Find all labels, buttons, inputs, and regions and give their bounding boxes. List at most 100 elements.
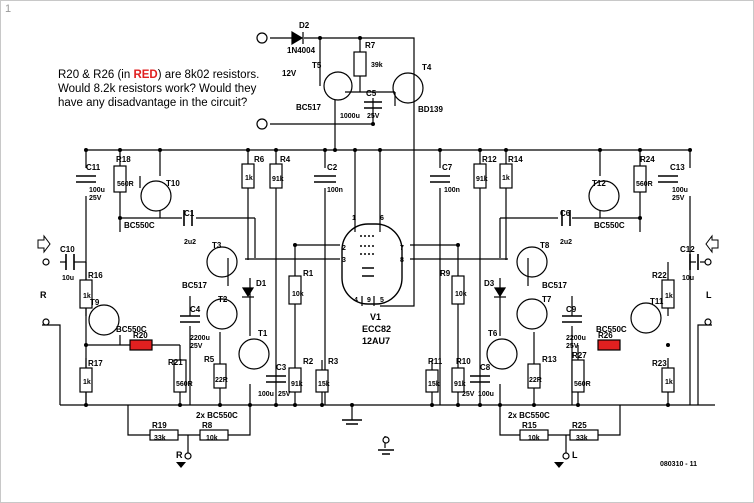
svg-text:4: 4: [354, 297, 358, 304]
svg-text:91k: 91k: [272, 176, 284, 183]
transistor-T6: [486, 338, 518, 370]
svg-text:T6: T6: [488, 329, 498, 338]
page-number: 1: [5, 3, 12, 15]
svg-text:100n: 100n: [444, 187, 460, 194]
svg-text:C13: C13: [670, 163, 685, 172]
svg-text:2u2: 2u2: [184, 239, 196, 246]
resistor-R10: [451, 367, 465, 393]
svg-text:2200u: 2200u: [190, 335, 210, 342]
svg-text:R12: R12: [482, 155, 497, 164]
resistor-R15: [519, 429, 549, 441]
resistor-R2: [288, 367, 302, 393]
svg-text:R23: R23: [652, 359, 667, 368]
svg-text:R22: R22: [652, 271, 667, 280]
resistor-R24: [633, 165, 647, 193]
svg-text:R2: R2: [303, 357, 314, 366]
svg-text:L: L: [572, 450, 578, 460]
svg-text:91k: 91k: [476, 176, 488, 183]
ground-symbols: [342, 419, 394, 455]
svg-text:560R: 560R: [117, 181, 134, 188]
resistor-R12: [473, 163, 487, 189]
svg-text:10u: 10u: [62, 275, 74, 282]
svg-text:T7: T7: [542, 295, 552, 304]
svg-text:T12: T12: [592, 179, 606, 188]
resistor-R20-highlighted: [129, 339, 153, 351]
terminal-ground-center: [382, 436, 390, 444]
svg-text:R19: R19: [152, 421, 167, 430]
svg-text:3: 3: [342, 257, 346, 264]
svg-text:R3: R3: [328, 357, 339, 366]
svg-text:15k: 15k: [318, 381, 330, 388]
svg-text:C2: C2: [327, 163, 338, 172]
capacitor-C11: [76, 175, 96, 183]
svg-text:C8: C8: [480, 363, 491, 372]
svg-text:BC517: BC517: [296, 103, 321, 112]
svg-text:25V: 25V: [672, 195, 685, 202]
transistor-T9: [88, 304, 120, 336]
diode-D1: [241, 287, 255, 298]
svg-text:2x BC550C: 2x BC550C: [196, 411, 238, 420]
svg-text:R10: R10: [456, 357, 471, 366]
svg-text:C5: C5: [366, 89, 377, 98]
svg-text:R9: R9: [440, 269, 451, 278]
resistors: [79, 51, 675, 441]
svg-text:2: 2: [342, 245, 346, 252]
resistor-R1: [288, 275, 302, 305]
input-arrows: [37, 234, 719, 254]
transistor-T2: [206, 298, 238, 330]
terminal-input-R: [42, 258, 50, 266]
svg-text:25V: 25V: [278, 391, 291, 398]
svg-text:R16: R16: [88, 271, 103, 280]
transistor-T12: [588, 180, 620, 212]
resistor-R19: [149, 429, 179, 441]
capacitor-C10: [65, 254, 75, 270]
transistor-T3: [206, 246, 238, 278]
svg-text:BC517: BC517: [542, 281, 567, 290]
transistor-T4: [392, 72, 424, 104]
diode-D3: [493, 287, 507, 298]
svg-text:1k: 1k: [83, 293, 91, 300]
svg-text:C1: C1: [184, 209, 195, 218]
resistor-R11: [425, 369, 439, 393]
svg-text:560R: 560R: [176, 381, 193, 388]
transistor-T1: [238, 338, 270, 370]
svg-text:9: 9: [367, 297, 371, 304]
svg-text:10u: 10u: [682, 275, 694, 282]
resistor-R8: [199, 429, 229, 441]
svg-text:5: 5: [380, 297, 384, 304]
capacitor-C7: [430, 175, 450, 183]
capacitor-C3: [266, 375, 286, 383]
svg-text:33k: 33k: [154, 435, 166, 442]
svg-text:T11: T11: [650, 297, 664, 306]
resistor-R6: [241, 163, 255, 189]
output-arrows: [176, 462, 564, 468]
svg-text:T3: T3: [212, 241, 222, 250]
svg-text:T4: T4: [422, 63, 432, 72]
svg-text:BC550C: BC550C: [594, 221, 625, 230]
svg-text:100u: 100u: [672, 187, 688, 194]
resistor-R4: [269, 163, 283, 189]
svg-text:R7: R7: [365, 41, 376, 50]
svg-text:R: R: [176, 450, 183, 460]
svg-text:D1: D1: [256, 279, 267, 288]
svg-text:2u2: 2u2: [560, 239, 572, 246]
diode-D2: [291, 30, 304, 46]
svg-text:R17: R17: [88, 359, 103, 368]
svg-text:C7: C7: [442, 163, 453, 172]
svg-text:1k: 1k: [245, 175, 253, 182]
svg-text:8: 8: [400, 257, 404, 264]
svg-text:12AU7: 12AU7: [362, 336, 390, 346]
svg-text:560R: 560R: [574, 381, 591, 388]
svg-text:25V: 25V: [462, 391, 475, 398]
svg-text:T8: T8: [540, 241, 550, 250]
terminals: [42, 32, 712, 460]
svg-text:91k: 91k: [291, 381, 303, 388]
label-12V: 12V: [282, 69, 297, 78]
terminal-plus: [256, 32, 268, 44]
svg-text:10k: 10k: [455, 291, 467, 298]
svg-text:7: 7: [400, 245, 404, 252]
svg-text:1k: 1k: [665, 293, 673, 300]
terminal-ground-R: [42, 318, 50, 326]
svg-text:25V: 25V: [566, 343, 579, 350]
